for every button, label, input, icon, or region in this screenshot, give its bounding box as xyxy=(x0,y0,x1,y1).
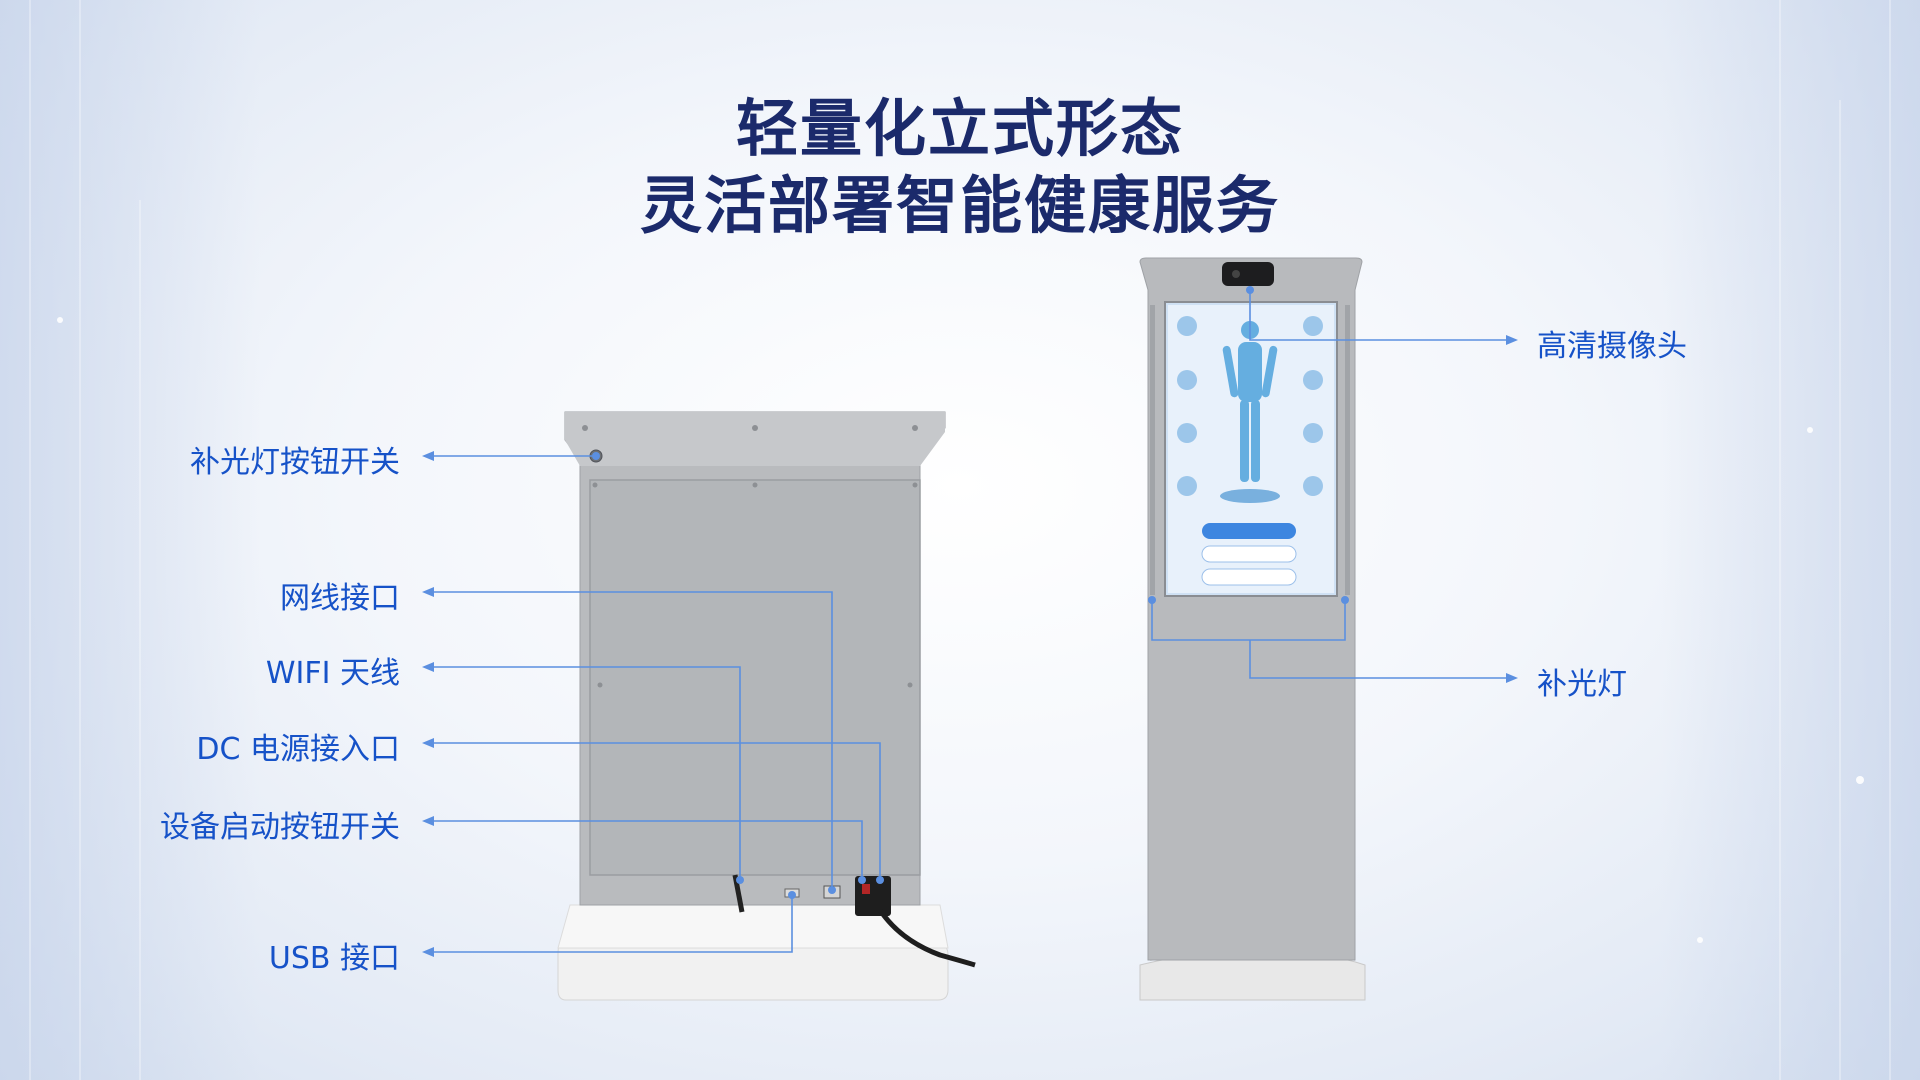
callout-dots-right xyxy=(1148,286,1349,604)
label-usb-port: USB 接口 xyxy=(268,941,400,976)
label-ethernet-port: 网线接口 xyxy=(280,581,400,616)
page-title-line-2: 灵活部署智能健康服务 xyxy=(639,169,1280,242)
callout-arrows-left xyxy=(422,451,434,957)
page-title-line-1: 轻量化立式形态 xyxy=(735,92,1184,165)
label-dc-power-input: DC 电源接入口 xyxy=(196,732,400,767)
label-fill-light: 补光灯 xyxy=(1537,667,1627,702)
rear-view-device xyxy=(557,411,976,1001)
label-fill-light-button: 补光灯按钮开关 xyxy=(190,445,400,480)
label-hd-camera: 高清摄像头 xyxy=(1537,329,1687,364)
label-power-button: 设备启动按钮开关 xyxy=(160,810,400,845)
callout-dots-left xyxy=(592,452,884,899)
callout-lines-left xyxy=(430,455,881,953)
callout-arrows-right xyxy=(1506,335,1518,683)
callout-lines-right xyxy=(1151,286,1510,679)
label-wifi-antenna: WIFI 天线 xyxy=(265,656,400,691)
front-view-kiosk xyxy=(1139,257,1366,1001)
